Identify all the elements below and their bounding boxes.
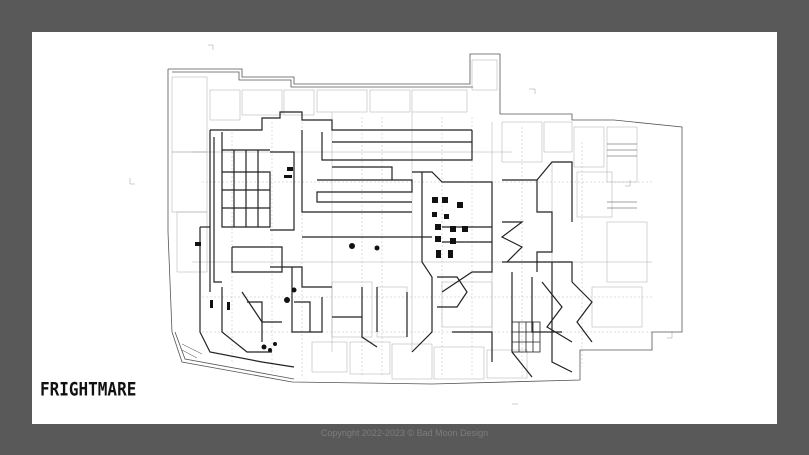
slide-canvas: FRIGHTMARE <box>32 32 777 424</box>
floor-plan-drawing <box>129 44 683 405</box>
copyright-footer: Copyright 2022-2023 © Bad Moon Design <box>320 428 489 438</box>
frightmare-logo: FRIGHTMARE <box>40 378 137 400</box>
